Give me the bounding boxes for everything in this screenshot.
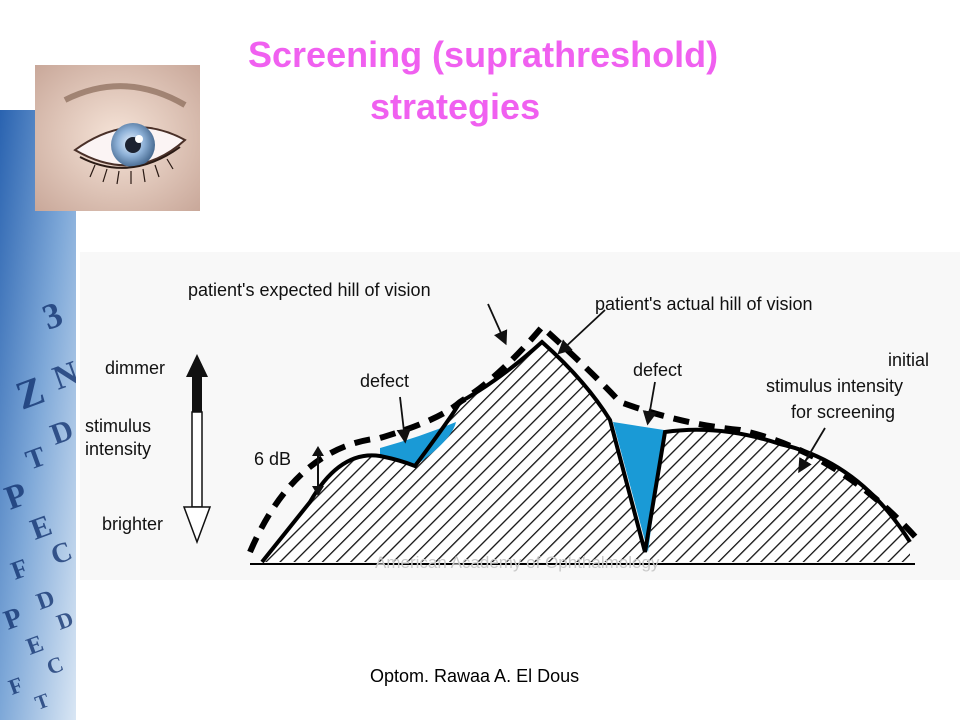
hill-of-vision-diagram: patient's expected hill of vision patien… [80, 252, 960, 580]
label-intensity: intensity [85, 439, 151, 459]
slide-title-line-1: Screening (suprathreshold) [248, 34, 719, 75]
label-defect-left: defect [360, 371, 409, 391]
eye-photo [35, 65, 200, 211]
label-dimmer: dimmer [105, 358, 165, 378]
label-actual-hill: patient's actual hill of vision [595, 294, 813, 314]
stimulus-intensity-arrow [182, 354, 212, 545]
label-stimulus-intensity: stimulus intensity [766, 376, 903, 396]
label-defect-right: defect [633, 360, 682, 380]
label-for-screening: for screening [791, 402, 895, 422]
label-6db: 6 dB [254, 449, 291, 469]
watermark: American Academy of Ophthalmology [375, 553, 660, 572]
slide-title-line-2: strategies [370, 86, 541, 127]
label-expected-hill: patient's expected hill of vision [188, 280, 431, 300]
eye-chart-letter: D [53, 606, 76, 635]
label-initial: initial [888, 350, 929, 370]
actual-hill-area [262, 342, 910, 562]
label-brighter: brighter [102, 514, 163, 534]
expected-hill-dashed-line [247, 322, 923, 554]
footer-author: Optom. Rawaa A. El Dous [370, 666, 580, 686]
label-stimulus: stimulus [85, 416, 151, 436]
